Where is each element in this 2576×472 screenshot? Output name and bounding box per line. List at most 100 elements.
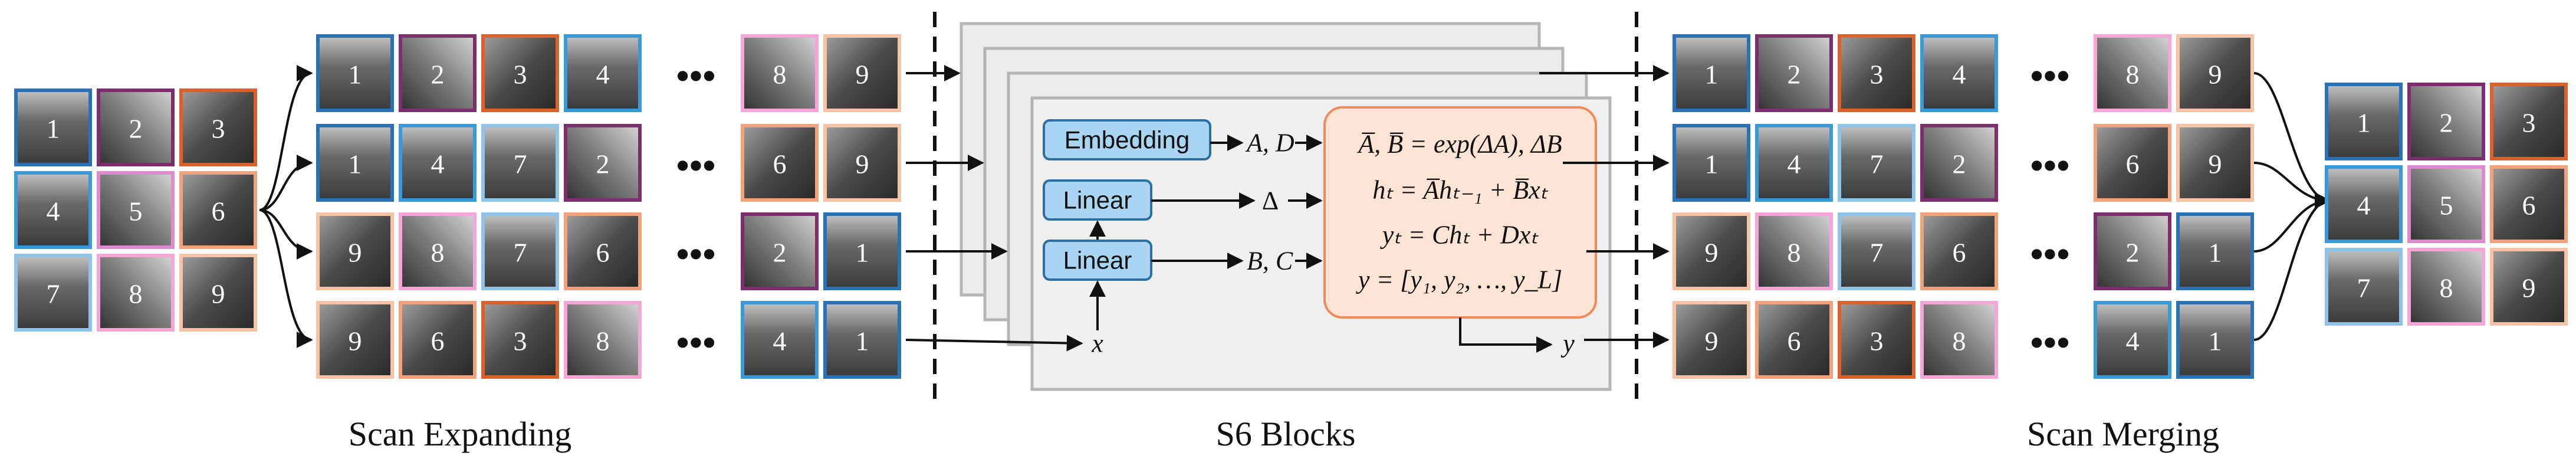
merged-row-4-tile-2-image <box>1759 304 1829 375</box>
expanded-row-3-tile-2-image <box>402 216 473 287</box>
merged-row-3-tail-2-image <box>2180 216 2250 287</box>
merged-row-3-tile-2-image <box>1759 216 1829 287</box>
input-tile-4-image <box>18 175 88 245</box>
merged-row-3-tile-1-image <box>1676 216 1747 287</box>
ellipsis-left-3: ••• <box>676 233 715 275</box>
merged-row-4-tile-1: 9 <box>1673 301 1750 379</box>
expanded-row-4-tile-1-image <box>320 304 390 375</box>
ellipsis-left-4: ••• <box>676 322 715 363</box>
expanded-row-3-tile-3-image <box>485 216 556 287</box>
input-tile-8: 8 <box>97 254 175 332</box>
output-tile-8: 8 <box>2407 248 2485 326</box>
output-tile-8-image <box>2411 251 2482 322</box>
expanded-row-2-tail-2-image <box>827 127 898 198</box>
input-tile-6: 6 <box>179 171 257 249</box>
output-tile-5: 5 <box>2407 165 2485 243</box>
expanded-row-4-tail-2-image <box>827 304 898 375</box>
equation-state: hₜ = A̅hₜ₋₁ + B̅xₜ <box>1372 176 1548 205</box>
input-tile-4: 4 <box>14 171 92 249</box>
expanded-row-1-tile-4: 4 <box>564 34 642 112</box>
output-tile-9: 9 <box>2490 248 2568 326</box>
merge-arrow-3 <box>2253 192 2331 253</box>
merged-row-1-tail-1: 8 <box>2094 34 2171 112</box>
output-tile-7: 7 <box>2325 248 2403 326</box>
expanded-row-2-tail-1: 6 <box>741 124 819 202</box>
input-tile-3-image <box>183 92 254 163</box>
merged-row-4-tile-4: 8 <box>1920 301 1998 379</box>
expanded-row-3-tail-2-image <box>827 216 898 287</box>
input-tile-7-label: 7 <box>47 279 60 309</box>
input-tile-2: 2 <box>97 88 175 166</box>
expanded-row-4-tile-2: 6 <box>399 301 477 379</box>
expanded-row-2-tail-1-label: 6 <box>773 149 787 179</box>
merged-row-2-tail-2: 9 <box>2176 124 2254 202</box>
merged-row-1-tail-1-image <box>2097 38 2168 109</box>
expanded-row-2-tail-2: 9 <box>823 124 901 202</box>
merged-row-3-tile-3-image <box>1841 216 1912 287</box>
input-tile-3-label: 3 <box>212 114 225 144</box>
merged-row-4-tile-3: 3 <box>1838 301 1915 379</box>
expanded-row-3-tile-3-label: 7 <box>514 238 527 268</box>
merged-row-1-tile-3-image <box>1841 38 1912 109</box>
expanded-row-3-tail-2: 1 <box>823 212 901 290</box>
expanded-row-2-tile-3-image <box>485 127 556 198</box>
merged-row-1-tail-1-label: 8 <box>2126 60 2140 90</box>
expand-arrow-3 <box>259 209 313 260</box>
merged-row-1-tile-4-label: 4 <box>1953 60 1966 90</box>
merged-row-1-tile-1-image <box>1676 38 1747 109</box>
expanded-row-2-tile-2-image <box>402 127 473 198</box>
expanded-row-4-tile-4-label: 8 <box>596 326 610 356</box>
merged-row-2-tail-1-label: 6 <box>2126 149 2140 179</box>
input-tile-2-label: 2 <box>129 114 143 144</box>
equation-sequence: y = [y₁, y₂, …, y_L] <box>1356 266 1562 294</box>
output-tile-9-label: 9 <box>2522 273 2536 303</box>
equation-output: yₜ = Chₜ + Dxₜ <box>1380 221 1539 250</box>
linear-label-1: Linear <box>1063 186 1132 214</box>
expanded-row-2-tile-2: 4 <box>399 124 477 202</box>
expanded-row-2-tail-2-label: 9 <box>856 149 869 179</box>
input-tile-7: 7 <box>14 254 92 332</box>
merged-row-3-tile-1-label: 9 <box>1705 238 1719 268</box>
merged-row-2-tail-1-image <box>2097 127 2168 198</box>
merged-row-1-tile-1-label: 1 <box>1705 60 1719 90</box>
expanded-row-1-tail-2: 9 <box>823 34 901 112</box>
merged-row-1-tile-4: 4 <box>1920 34 1998 112</box>
expanded-row-1-tile-4-image <box>567 38 638 109</box>
expanded-row-1-tile-1-image <box>320 38 390 109</box>
expanded-row-4-tile-2-image <box>402 304 473 375</box>
merged-row-2-tail-1: 6 <box>2094 124 2171 202</box>
ellipsis-right-2: ••• <box>2030 145 2069 186</box>
expanded-row-3-tile-4: 6 <box>564 212 642 290</box>
output-tile-5-label: 5 <box>2440 191 2453 221</box>
input-tile-8-label: 8 <box>129 279 143 309</box>
expanded-row-4-tile-3-image <box>485 304 556 375</box>
input-tile-2-image <box>100 92 171 163</box>
expanded-row-1-tile-3-label: 3 <box>514 60 527 90</box>
input-tile-6-image <box>183 175 254 245</box>
expanded-row-1-tail-1: 8 <box>741 34 819 112</box>
output-tile-4-label: 4 <box>2357 191 2371 221</box>
merged-row-3-tile-2-label: 8 <box>1788 238 1801 268</box>
s6-output-arrows <box>1539 65 1670 348</box>
expanded-row-3-tile-1: 9 <box>316 212 394 290</box>
expanded-row-2-tile-1: 1 <box>316 124 394 202</box>
expanded-row-3-tile-3: 7 <box>481 212 559 290</box>
output-tile-6-image <box>2493 169 2564 240</box>
input-tile-5-image <box>100 175 171 245</box>
expanded-row-1-tile-3-image <box>485 38 556 109</box>
merged-row-3-tile-4-image <box>1924 216 1995 287</box>
merged-row-3-tile-4: 6 <box>1920 212 1998 290</box>
expanded-row-1-tail-2-image <box>827 38 898 109</box>
merged-row-4-tile-1-label: 9 <box>1705 326 1719 356</box>
ellipsis-left-1: ••• <box>676 55 715 97</box>
expanded-row-1-tile-3: 3 <box>481 34 559 112</box>
expanded-row-3-tile-2-label: 8 <box>431 238 445 268</box>
expanded-row-4-tile-4: 8 <box>564 301 642 379</box>
merged-row-1-tile-2: 2 <box>1755 34 1833 112</box>
merged-row-3-tail-1-label: 2 <box>2126 238 2140 268</box>
merged-row-2-tail-2-image <box>2180 127 2250 198</box>
expanded-row-4-tile-4-image <box>567 304 638 375</box>
input-tile-4-label: 4 <box>47 196 60 227</box>
expanded-row-4-tail-1-image <box>744 304 815 375</box>
left-ellipses: •••••••••••• <box>676 55 715 363</box>
